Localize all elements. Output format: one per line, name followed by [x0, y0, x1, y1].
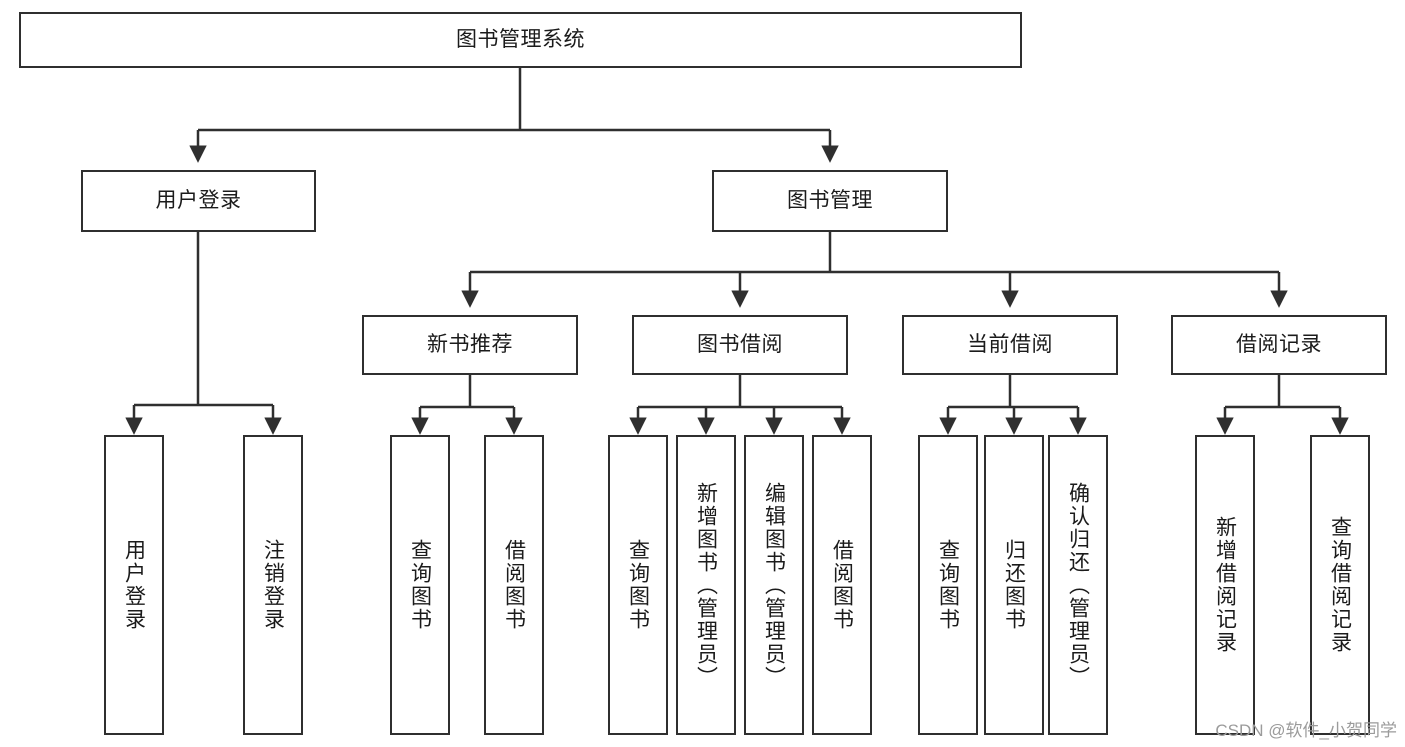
node-label: 借阅图书 — [502, 539, 526, 631]
watermark: CSDN @软件_小贺同学 — [1215, 721, 1397, 740]
node-book-borrow[interactable]: 图书借阅 — [632, 315, 848, 375]
node-label: 查询图书 — [936, 539, 960, 631]
node-leaf-logout[interactable]: 注销登录 — [243, 435, 303, 735]
node-current-borrow[interactable]: 当前借阅 — [902, 315, 1118, 375]
node-leaf-recommend-borrow-book[interactable]: 借阅图书 — [484, 435, 544, 735]
node-label: 查询借阅记录 — [1328, 516, 1352, 654]
node-new-book-recommend[interactable]: 新书推荐 — [362, 315, 578, 375]
node-leaf-borrow-query-book[interactable]: 查询图书 — [608, 435, 668, 735]
node-borrow-record[interactable]: 借阅记录 — [1171, 315, 1387, 375]
node-label: 确认归还（管理员） — [1066, 481, 1090, 689]
node-label: 用户登录 — [122, 539, 146, 631]
node-leaf-confirm-return-admin[interactable]: 确认归还（管理员） — [1048, 435, 1108, 735]
node-leaf-add-borrow-record[interactable]: 新增借阅记录 — [1195, 435, 1255, 735]
node-label: 用户登录 — [155, 188, 242, 212]
node-root-book-management-system[interactable]: 图书管理系统 — [19, 12, 1022, 68]
node-label: 归还图书 — [1002, 539, 1026, 631]
node-leaf-borrow-book[interactable]: 借阅图书 — [812, 435, 872, 735]
node-label: 新书推荐 — [427, 332, 513, 356]
node-label: 图书管理 — [787, 188, 873, 212]
node-leaf-current-query-book[interactable]: 查询图书 — [918, 435, 978, 735]
node-label: 图书管理系统 — [456, 27, 585, 51]
node-leaf-edit-book-admin[interactable]: 编辑图书（管理员） — [744, 435, 804, 735]
node-book-management[interactable]: 图书管理 — [712, 170, 948, 232]
node-leaf-add-book-admin[interactable]: 新增图书（管理员） — [676, 435, 736, 735]
node-label: 当前借阅 — [967, 332, 1053, 356]
node-label: 查询图书 — [626, 539, 650, 631]
node-label: 借阅图书 — [830, 539, 854, 631]
node-leaf-user-login[interactable]: 用户登录 — [104, 435, 164, 735]
node-label: 新增图书（管理员） — [694, 481, 718, 689]
node-leaf-query-borrow-record[interactable]: 查询借阅记录 — [1310, 435, 1370, 735]
node-leaf-recommend-query-book[interactable]: 查询图书 — [390, 435, 450, 735]
node-user-login[interactable]: 用户登录 — [81, 170, 316, 232]
node-label: 新增借阅记录 — [1213, 516, 1237, 654]
node-label: 注销登录 — [261, 539, 285, 631]
node-label: 借阅记录 — [1236, 332, 1322, 356]
node-leaf-return-book[interactable]: 归还图书 — [984, 435, 1044, 735]
node-label: 查询图书 — [408, 539, 432, 631]
node-label: 编辑图书（管理员） — [762, 481, 786, 689]
node-label: 图书借阅 — [697, 332, 783, 356]
